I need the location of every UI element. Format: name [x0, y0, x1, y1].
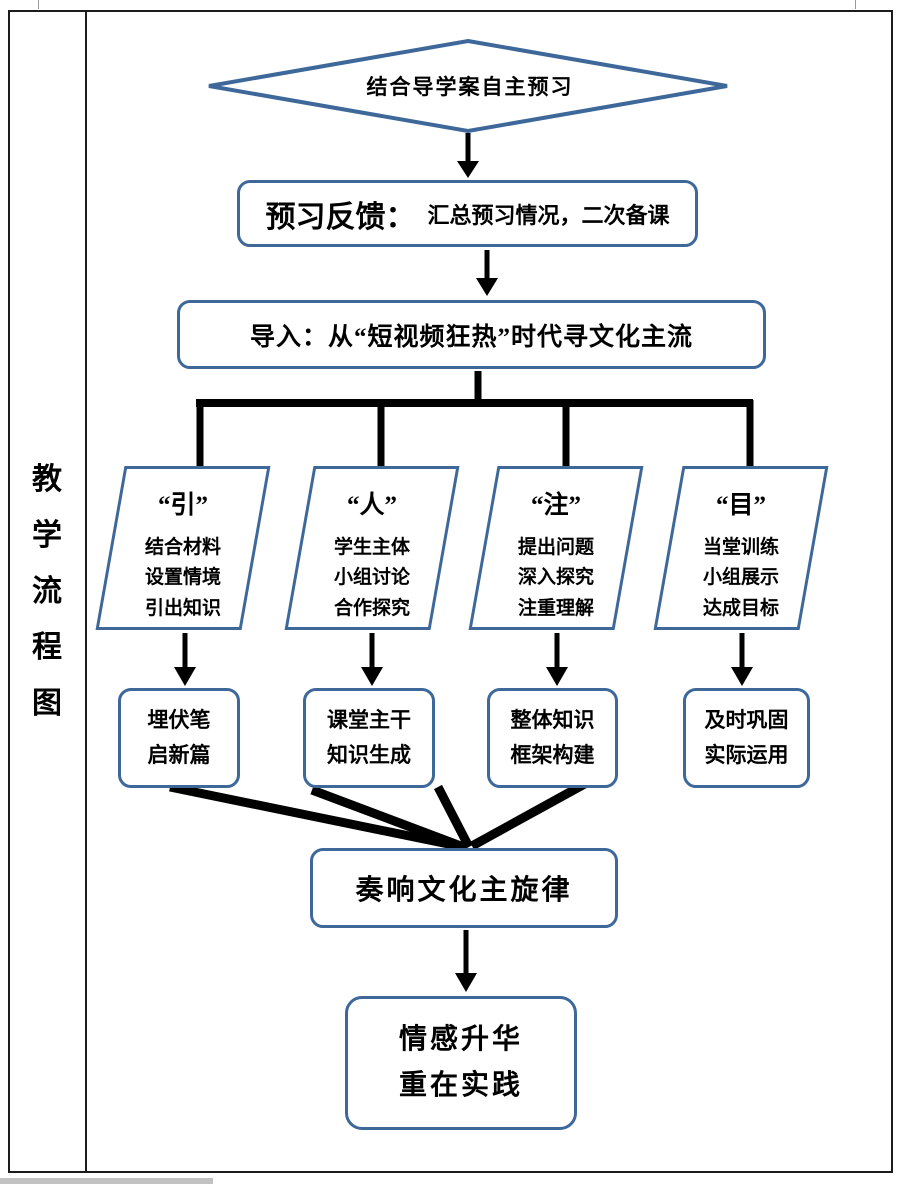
branch-line: 合作探究 [333, 597, 410, 619]
branch-line: 深入探究 [517, 567, 594, 589]
result-line: 实际运用 [704, 743, 789, 767]
branch-line: 当堂训练 [702, 537, 779, 558]
final-line: 重在实践 [398, 1070, 523, 1101]
branch-title: “注” [530, 492, 581, 519]
result-line: 整体知识 [510, 708, 595, 733]
branch-line: 注重理解 [517, 597, 594, 619]
result-line: 框架构建 [510, 743, 595, 767]
result-box-3: 整体知识 框架构建 [487, 688, 618, 788]
branch-title: “引” [157, 492, 208, 519]
branch-parallelogram-yin: “引” 结合材料 设置情境 引出知识 [95, 466, 271, 630]
intro-text: 导入：从“短视频狂热”时代寻文化主流 [249, 323, 693, 351]
branch-parallelogram-ren: “人” 学生主体 小组讨论 合作探究 [284, 466, 460, 630]
branch-title: “人” [346, 492, 397, 519]
result-line: 知识生成 [327, 743, 411, 767]
branch-line: 小组展示 [702, 567, 779, 589]
result-box-1: 埋伏笔 启新篇 [118, 688, 240, 788]
branch-line: 提出问题 [517, 537, 594, 558]
final-line: 情感升华 [398, 1024, 523, 1055]
branch-line: 达成目标 [702, 597, 779, 619]
branch-content: “引” 结合材料 设置情境 引出知识 [113, 469, 253, 627]
diamond-preview-step: 结合导学案自主预习 [290, 60, 650, 112]
feedback-title: 预习反馈： [265, 200, 416, 234]
sidebar-char: 流 [32, 574, 62, 608]
branch-line: 小组讨论 [333, 567, 410, 589]
branch-parallelogram-mu: “目” 当堂训练 小组展示 达成目标 [653, 466, 829, 630]
ruler-tick-right [855, 0, 856, 9]
sidebar-title-vertical: 教 学 流 程 图 [8, 10, 86, 1173]
result-line: 课堂主干 [327, 708, 411, 733]
branch-parallelogram-zhu: “注” 提出问题 深入探究 注重理解 [468, 466, 644, 630]
branch-content: “人” 学生主体 小组讨论 合作探究 [302, 469, 442, 627]
branch-line: 设置情境 [144, 567, 221, 589]
result-box-2: 课堂主干 知识生成 [303, 688, 435, 788]
sidebar-char: 教 [32, 462, 62, 496]
branch-line: 学生主体 [333, 537, 410, 558]
result-box-4: 及时巩固 实际运用 [683, 688, 810, 788]
branch-content: “目” 当堂训练 小组展示 达成目标 [671, 469, 811, 627]
intro-box: 导入：从“短视频狂热”时代寻文化主流 [177, 300, 766, 369]
result-line: 启新篇 [147, 743, 211, 767]
result-line: 及时巩固 [704, 708, 789, 733]
diamond-text: 结合导学案自主预习 [366, 75, 574, 99]
sidebar-char: 程 [32, 630, 62, 664]
feedback-subtitle: 汇总预习情况，二次备课 [427, 202, 670, 228]
sidebar-char: 学 [32, 518, 62, 552]
branch-line: 引出知识 [144, 597, 221, 619]
merge-text: 奏响文化主旋律 [355, 875, 573, 906]
branch-title: “目” [715, 492, 766, 519]
table-column-divider [85, 10, 87, 1173]
feedback-box: 预习反馈： 汇总预习情况，二次备课 [237, 180, 698, 247]
result-line: 埋伏笔 [147, 708, 211, 733]
ruler-tick-left [38, 0, 39, 9]
page-edge-shadow [0, 1178, 213, 1184]
branch-line: 结合材料 [144, 537, 221, 558]
branch-content: “注” 提出问题 深入探究 注重理解 [486, 469, 626, 627]
final-box: 情感升华 重在实践 [345, 996, 577, 1130]
table-outer-border [8, 10, 893, 1173]
sidebar-char: 图 [32, 686, 62, 720]
merge-box: 奏响文化主旋律 [310, 848, 618, 928]
